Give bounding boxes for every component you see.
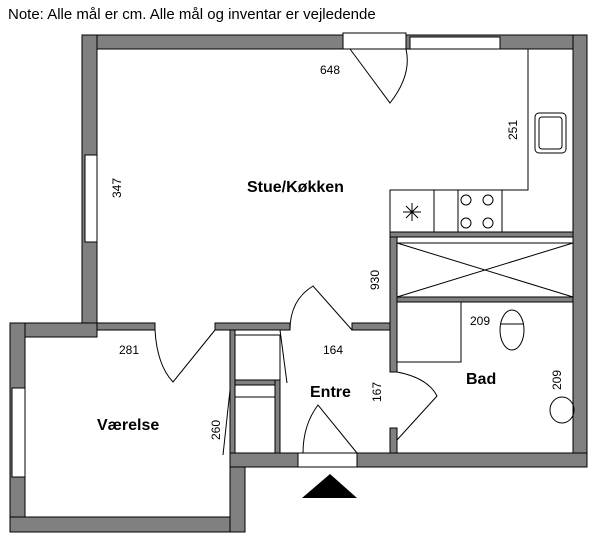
- storage-box: [396, 242, 574, 298]
- stove-icon: [460, 194, 472, 206]
- dim-260: 260: [209, 420, 223, 440]
- door-swings: [154, 48, 438, 456]
- dim-209-bad: 209: [550, 370, 564, 390]
- dim-648: 648: [320, 63, 340, 77]
- entrance-door-frame: [297, 452, 358, 468]
- kitchen-counter: [389, 49, 574, 298]
- window-top: [409, 36, 501, 50]
- dim-209-toilet: 209: [470, 314, 490, 328]
- sink-icon: [534, 112, 567, 154]
- toilet-icon: [499, 309, 525, 351]
- entrance-arrow-icon: [302, 474, 357, 498]
- window-vaerelse: [11, 387, 26, 478]
- windows: [11, 32, 501, 478]
- balcony-door-frame: [342, 32, 407, 50]
- dim-281: 281: [119, 343, 139, 357]
- dim-930: 930: [368, 270, 382, 290]
- bathroom-fixtures: [396, 301, 575, 424]
- room-label-vaerelse: Værelse: [97, 417, 159, 434]
- room-label-bad: Bad: [466, 371, 496, 388]
- dim-347: 347: [110, 178, 124, 198]
- closets: [234, 334, 281, 454]
- shower-area: [396, 301, 462, 363]
- washbasin-icon: [549, 396, 575, 424]
- dim-164: 164: [323, 343, 343, 357]
- asterisk-icon: [403, 203, 421, 221]
- window-left: [84, 154, 98, 243]
- note-text: Note: Alle mål er cm. Alle mål og invent…: [8, 6, 376, 23]
- room-label-entre: Entre: [310, 384, 351, 401]
- dim-251: 251: [506, 120, 520, 140]
- dim-167: 167: [370, 382, 384, 402]
- room-label-stue: Stue/Køkken: [247, 179, 344, 196]
